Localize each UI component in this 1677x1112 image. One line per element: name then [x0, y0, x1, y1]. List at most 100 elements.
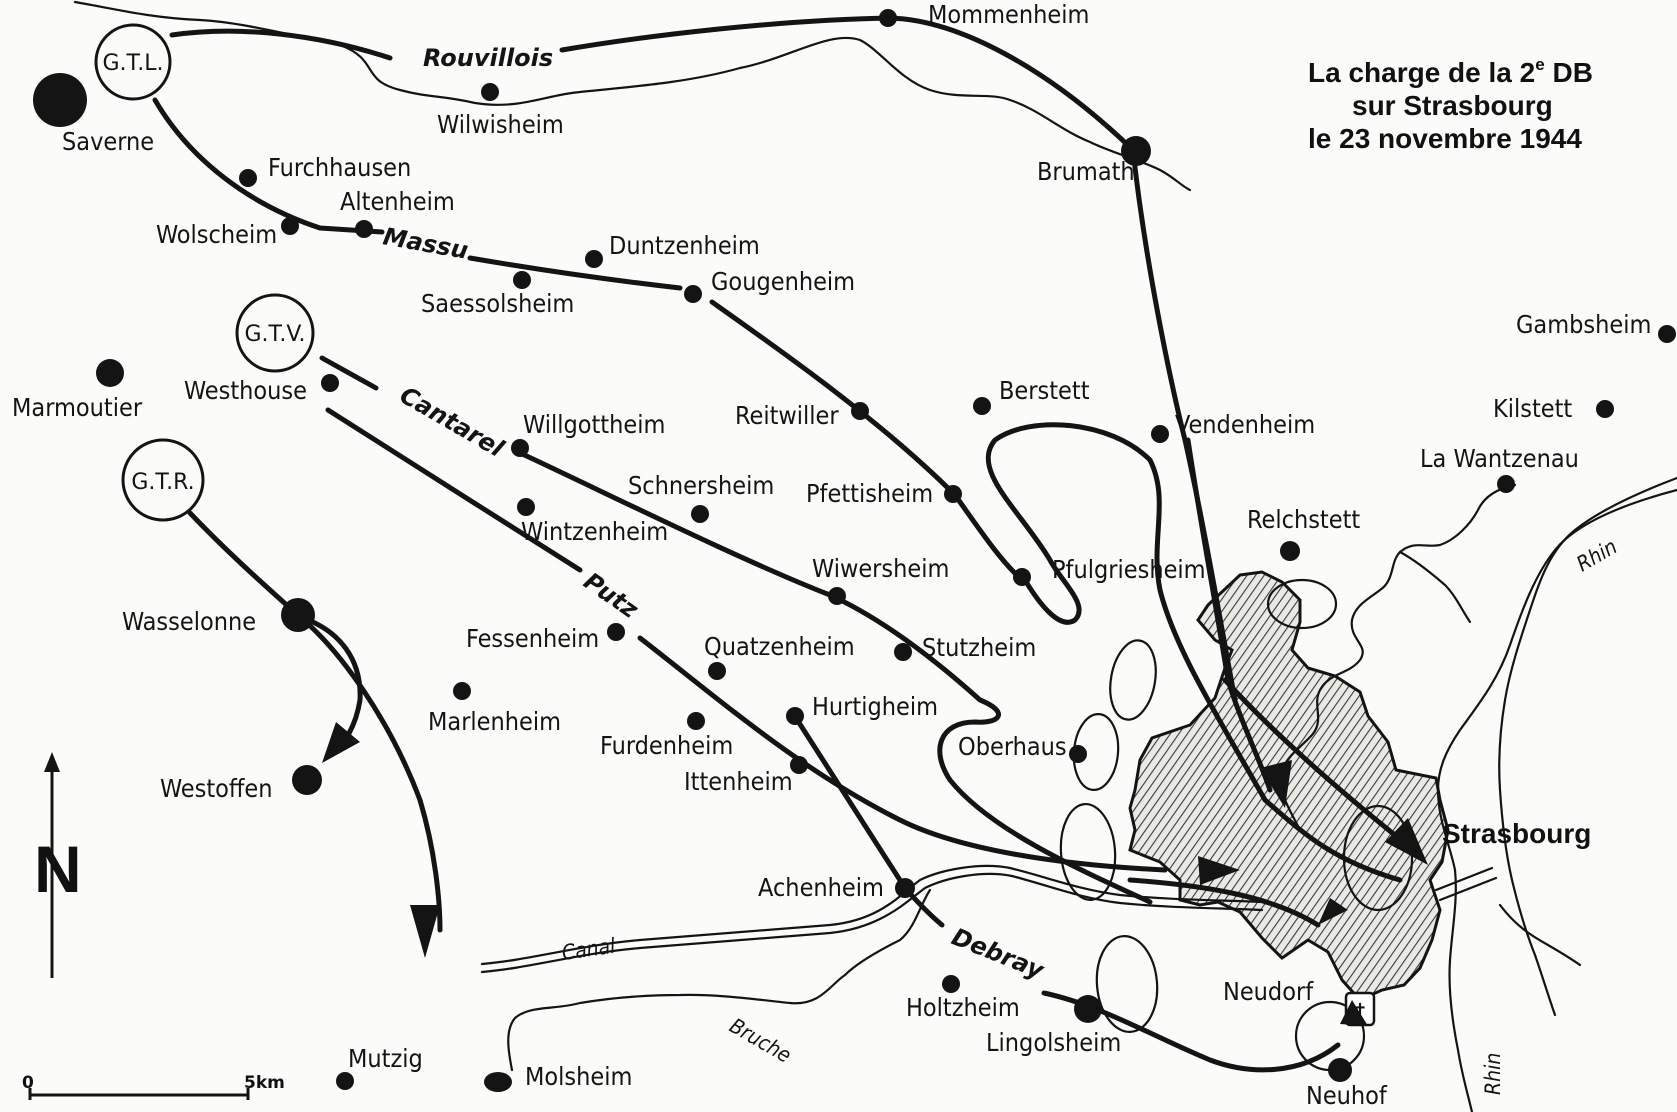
molsheim-dot: [484, 1072, 512, 1092]
massu-route: [152, 97, 385, 235]
fessenheim-label: Fessenheim: [466, 624, 599, 653]
la-wantzenau-dot: [1497, 475, 1515, 493]
wolscheim-label: Wolscheim: [156, 220, 277, 249]
wilwisheim-dot: [481, 83, 499, 101]
mutzig-label: Mutzig: [348, 1044, 423, 1073]
la-wantzenau-label: La Wantzenau: [1420, 444, 1579, 473]
scale-end-label: 5km: [244, 1073, 285, 1093]
wintzenheim-label: Wintzenheim: [521, 517, 668, 546]
fort-oval: [1109, 639, 1157, 721]
saverne-label: Saverne: [62, 127, 154, 156]
brumath-dot: [1121, 136, 1151, 166]
stutzheim-label: Stutzheim: [922, 633, 1036, 662]
scale-start-label: 0: [22, 1073, 34, 1093]
relchstett-label: Relchstett: [1247, 505, 1360, 534]
pfulgriesheim-loop: [985, 422, 1403, 883]
arrowhead: [410, 905, 440, 958]
gambsheim-label: Gambsheim: [1516, 310, 1651, 339]
pfulgriesheim-label: Pfulgriesheim: [1052, 555, 1206, 584]
berstett-label: Berstett: [999, 376, 1090, 405]
altenheim-dot: [355, 220, 373, 238]
westoffen-label: Westoffen: [160, 774, 273, 803]
putz-route: [1127, 877, 1321, 928]
willgottheim-label: Willgottheim: [523, 410, 665, 439]
oberhaus-label: Oberhaus: [958, 732, 1067, 761]
quatzenheim-dot: [708, 662, 726, 680]
brumath-label: Brumath: [1037, 157, 1135, 186]
cantarel-label: Cantarel: [395, 381, 509, 463]
group-gtv: G.T.V.: [235, 293, 315, 373]
saessolsheim-label: Saessolsheim: [421, 289, 574, 318]
cantarel-route: [319, 355, 379, 391]
pfulgriesheim-dot: [1013, 568, 1031, 586]
furdenheim-label: Furdenheim: [600, 731, 733, 760]
furchhausen-label: Furchhausen: [268, 153, 411, 182]
mommenheim-label: Mommenheim: [928, 0, 1089, 29]
massu-route: [467, 255, 683, 291]
oberhaus-dot: [1069, 745, 1087, 763]
scale-bar: 0 5km: [22, 1073, 285, 1100]
strasbourg-label: Strasbourg: [1442, 818, 1591, 849]
furdenheim-dot: [687, 712, 705, 730]
holtzheim-dot: [942, 975, 960, 993]
holtzheim-label: Holtzheim: [906, 993, 1020, 1022]
vendenheim-route: [1185, 437, 1273, 793]
cantarel-route: [515, 449, 1153, 905]
neudorf-label: Neudorf: [1223, 977, 1314, 1006]
arrowhead: [1385, 818, 1428, 865]
schnersheim-dot: [691, 505, 709, 523]
rhin-lower-label: Rhin: [1481, 1053, 1505, 1095]
north-label: N: [34, 832, 82, 906]
vendenheim-dot: [1151, 425, 1169, 443]
title-line-2: sur Strasbourg: [1352, 90, 1553, 121]
hurtigheim-dot: [786, 707, 804, 725]
title-line-1: La charge de la 2e DB: [1308, 55, 1593, 88]
gambsheim-dot: [1658, 325, 1676, 343]
strasbourg-city-area: [1128, 570, 1450, 1002]
fort-oval: [1059, 802, 1117, 902]
debray-label: Debray: [948, 923, 1049, 986]
relchstett-dot: [1280, 541, 1300, 561]
north-arrow: N: [34, 752, 82, 978]
fessenheim-dot: [607, 623, 625, 641]
lingolsheim-dot: [1074, 995, 1102, 1023]
gougenheim-dot: [684, 285, 702, 303]
canal-waterway-bank: [480, 872, 1264, 974]
putz-label: Putz: [579, 567, 644, 625]
saessolsheim-dot: [513, 271, 531, 289]
marlenheim-label: Marlenheim: [428, 707, 561, 736]
putz-route: [637, 635, 1168, 873]
putz-route: [325, 407, 583, 573]
ill-river: [1279, 483, 1517, 832]
marmoutier-dot: [96, 359, 124, 387]
fort-oval: [1266, 578, 1338, 630]
arrowhead: [1198, 856, 1240, 885]
massu-label: Massu: [381, 222, 470, 264]
wiwersheim-dot: [828, 587, 846, 605]
kilstett-dot: [1596, 400, 1614, 418]
north-arrow-head-icon: [44, 752, 60, 772]
wiwersheim-label: Wiwersheim: [812, 554, 949, 583]
kehl-bridge: [1434, 866, 1498, 902]
gtr-route: [187, 510, 443, 933]
berstett-dot: [973, 397, 991, 415]
canal-label: Canal: [560, 934, 617, 965]
wintzenheim-dot: [517, 498, 535, 516]
reitwiller-dot: [851, 402, 869, 420]
westhouse-dot: [321, 374, 339, 392]
quatzenheim-label: Quatzenheim: [704, 632, 855, 661]
massu-route: [709, 299, 1023, 581]
achenheim-dot: [895, 878, 915, 898]
rhine-side-channel: [1498, 903, 1582, 967]
molsheim-label: Molsheim: [525, 1062, 632, 1091]
vendenheim-label: Vendenheim: [1175, 410, 1315, 439]
neuhof-label: Neuhof: [1306, 1081, 1388, 1110]
group-gtl: G.T.L.: [94, 23, 172, 101]
wilwisheim-label: Wilwisheim: [437, 110, 564, 139]
gtr-route-branch: [297, 614, 363, 758]
pfettisheim-dot: [944, 485, 962, 503]
marlenheim-dot: [453, 682, 471, 700]
bruche-river: [507, 888, 932, 1072]
rouvillois-label: Rouvillois: [423, 44, 553, 72]
bruche-label: Bruche: [726, 1014, 796, 1068]
